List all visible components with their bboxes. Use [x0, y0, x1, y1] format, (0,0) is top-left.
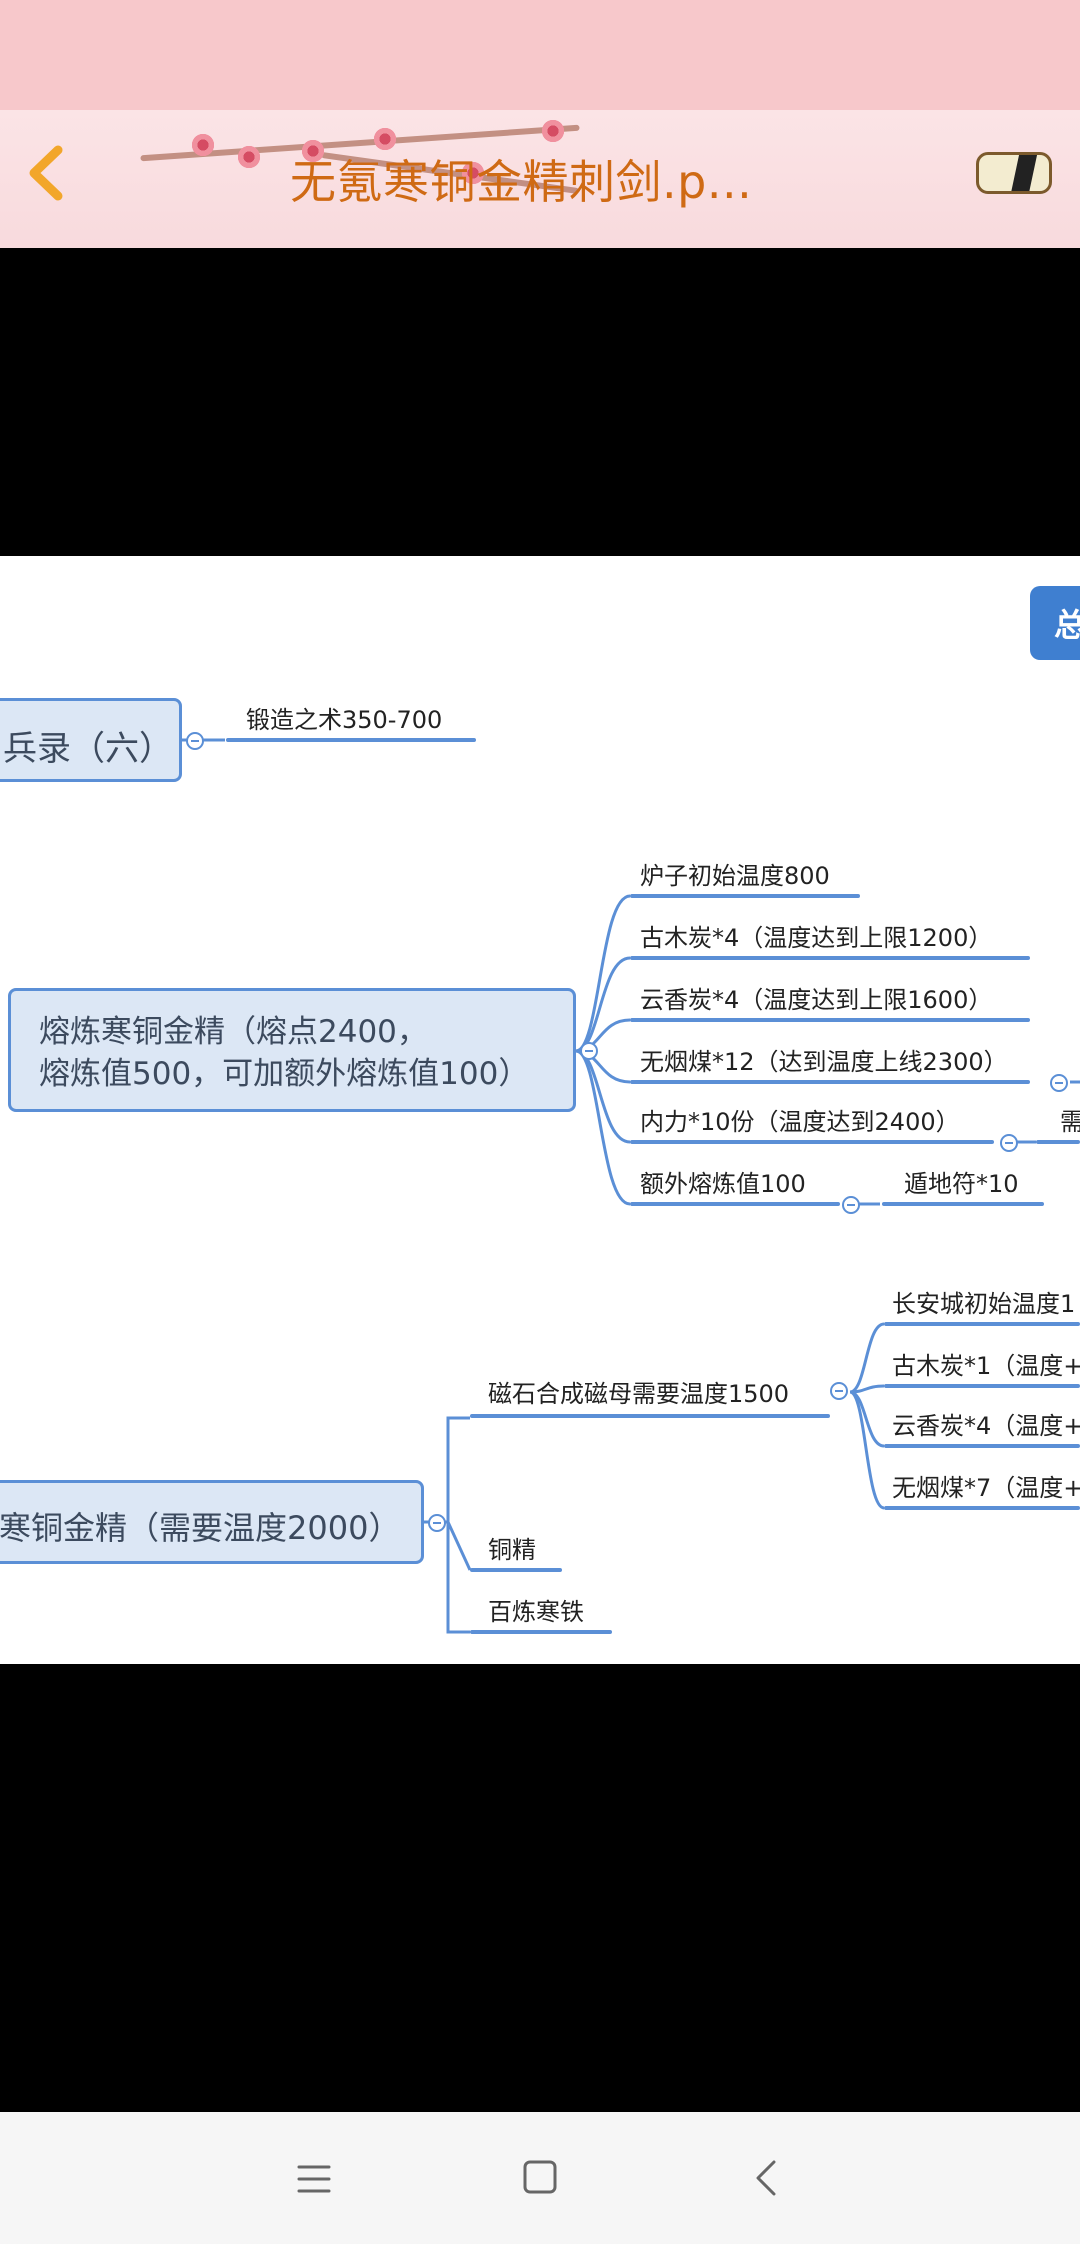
- leaf-underline: [630, 956, 1030, 960]
- leaf-changan-temp[interactable]: 长安城初始温度1: [892, 1290, 1076, 1318]
- collapse-toggle[interactable]: [842, 1196, 860, 1214]
- collapse-toggle[interactable]: [1050, 1074, 1068, 1092]
- leaf-underline: [884, 1384, 1080, 1388]
- home-icon[interactable]: [522, 2158, 558, 2196]
- leaf-magnet[interactable]: 磁石合成磁母需要温度1500: [488, 1380, 790, 1408]
- leaf-underline: [470, 1414, 830, 1418]
- leaf-ancient-charcoal-2[interactable]: 古木炭*1（温度+: [892, 1352, 1080, 1380]
- blossom-decoration: [300, 138, 326, 164]
- summary-tag[interactable]: 总: [1030, 586, 1080, 660]
- mindmap-canvas[interactable]: 总 兵录（六） 锻造之术35: [0, 556, 1080, 1664]
- leaf-underline: [630, 1018, 1030, 1022]
- back-button[interactable]: [14, 140, 80, 206]
- topic-node-cold-copper[interactable]: 寒铜金精（需要温度2000）: [0, 1480, 424, 1564]
- leaf-underline: [470, 1568, 562, 1572]
- leaf-cold-iron[interactable]: 百炼寒铁: [488, 1598, 584, 1626]
- leaf-underline: [1036, 1140, 1080, 1144]
- leaf-underline: [630, 894, 860, 898]
- collapse-toggle[interactable]: [830, 1382, 848, 1400]
- sushi-icon: [1010, 155, 1038, 191]
- leaf-cloud-charcoal[interactable]: 云香炭*4（温度达到上限1600）: [640, 986, 993, 1014]
- collapse-toggle[interactable]: [186, 732, 204, 750]
- leaf-cloud-charcoal-2[interactable]: 云香炭*4（温度+: [892, 1412, 1080, 1440]
- leaf-extra-smelt[interactable]: 额外熔炼值100: [640, 1170, 806, 1198]
- leaf-underline: [884, 1322, 1080, 1326]
- leaf-underline: [884, 1444, 1080, 1448]
- menu-icon[interactable]: [296, 2162, 332, 2196]
- page-title: 无氪寒铜金精刺剑.p...: [290, 155, 753, 209]
- node-label: 兵录（六）: [3, 729, 173, 769]
- collapse-toggle[interactable]: [1000, 1134, 1018, 1152]
- leaf-escape-talisman[interactable]: 遁地符*10: [904, 1170, 1019, 1198]
- blossom-decoration: [540, 118, 566, 144]
- topic-node-binglu[interactable]: 兵录（六）: [0, 698, 182, 782]
- leaf-underline: [226, 738, 476, 742]
- leaf-underline: [882, 1202, 1044, 1206]
- leaf-underline: [630, 1080, 1030, 1084]
- node-label-line1: 熔炼寒铜金精（熔点2400，: [39, 1014, 428, 1050]
- sushi-menu-button[interactable]: [976, 152, 1052, 194]
- leaf-forging[interactable]: 锻造之术350-700: [246, 706, 443, 734]
- back-nav-icon[interactable]: [752, 2158, 782, 2198]
- leaf-anthracite[interactable]: 无烟煤*12（达到温度上线2300）: [640, 1048, 1008, 1076]
- collapse-toggle[interactable]: [428, 1514, 446, 1532]
- leaf-ancient-charcoal[interactable]: 古木炭*4（温度达到上限1200）: [640, 924, 993, 952]
- node-label: 寒铜金精（需要温度2000）: [0, 1509, 401, 1547]
- collapse-toggle[interactable]: [580, 1042, 598, 1060]
- blossom-decoration: [372, 126, 398, 152]
- topic-node-smelting[interactable]: 熔炼寒铜金精（熔点2400， 熔炼值500，可加额外熔炼值100）: [8, 988, 576, 1112]
- leaf-underline: [630, 1202, 840, 1206]
- leaf-copper-essence[interactable]: 铜精: [488, 1536, 536, 1564]
- app-header: [0, 110, 1080, 248]
- leaf-underline: [470, 1630, 612, 1634]
- blossom-decoration: [190, 132, 216, 158]
- blossom-decoration: [460, 160, 486, 186]
- leaf-anthracite-2[interactable]: 无烟煤*7（温度+: [892, 1474, 1080, 1502]
- leaf-inner-power[interactable]: 内力*10份（温度达到2400）: [640, 1108, 960, 1136]
- leaf-furnace-temp[interactable]: 炉子初始温度800: [640, 862, 830, 890]
- system-nav-bar: [0, 2112, 1080, 2244]
- blossom-decoration: [236, 144, 262, 170]
- leaf-underline: [884, 1506, 1080, 1510]
- chevron-left-icon: [29, 145, 63, 201]
- status-bar: [0, 0, 1080, 110]
- leaf-underline: [630, 1140, 994, 1144]
- node-label-line2: 熔炼值500，可加额外熔炼值100）: [39, 1056, 530, 1092]
- leaf-clipped[interactable]: 需: [1060, 1108, 1080, 1136]
